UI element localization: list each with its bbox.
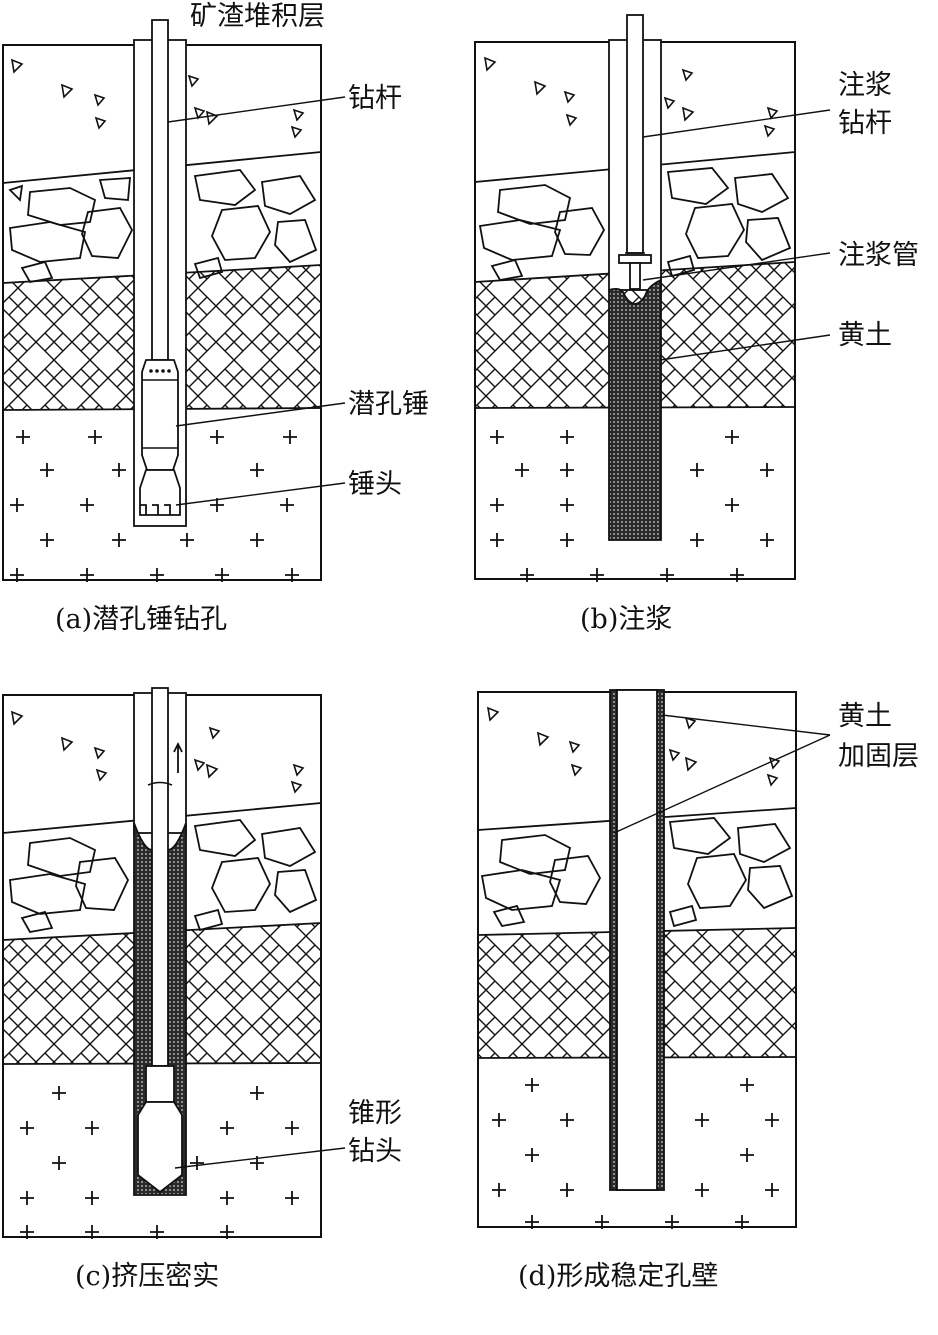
drill-rod-a <box>151 19 169 361</box>
drill-rod-c <box>151 687 169 1067</box>
panel-b: 注浆 钻杆 注浆管 黄土 (b)注浆 <box>474 14 919 635</box>
stable-hole-d <box>616 689 658 1191</box>
label-dth-hammer: 潜孔锤 <box>348 389 429 420</box>
label-grout-rod-2: 钻杆 <box>838 108 892 139</box>
label-loess: 黄土 <box>838 320 892 351</box>
cone-bit-c <box>137 1101 183 1194</box>
borehole-a <box>133 19 187 527</box>
panel-c: 锥形 钻头 (c)挤压密实 <box>2 687 402 1292</box>
caption-c: (c)挤压密实 <box>75 1261 219 1292</box>
grout-pipe-b <box>629 262 641 290</box>
label-slag-layer: 矿渣堆积层 <box>190 1 325 32</box>
label-grout-rod-1: 注浆 <box>838 70 892 101</box>
label-cone-bit-1: 锥形 <box>348 1098 402 1129</box>
caption-d: (d)形成稳定孔壁 <box>518 1261 718 1292</box>
label-drill-rod: 钻杆 <box>348 83 402 114</box>
up-arrow-icon <box>173 741 183 773</box>
label-hammer-head: 锤头 <box>348 469 402 500</box>
borehole-d <box>609 689 665 1191</box>
borehole-b <box>608 14 662 541</box>
grout-rod-b <box>626 14 644 254</box>
panel-a: 矿渣堆积层 钻杆 潜孔锤 锤头 (a)潜孔锤钻孔 <box>2 1 429 635</box>
label-loess-layer-2: 加固层 <box>838 741 919 772</box>
panel-d: 黄土 加固层 (d)形成稳定孔壁 <box>477 689 919 1292</box>
caption-a: (a)潜孔锤钻孔 <box>55 604 227 635</box>
caption-b: (b)注浆 <box>580 604 672 635</box>
hammer-head-a <box>139 469 181 516</box>
grout-fill-b <box>608 278 662 541</box>
label-loess-layer-1: 黄土 <box>838 701 892 732</box>
dth-hammer-a <box>141 359 179 471</box>
label-cone-bit-2: 钻头 <box>348 1136 402 1167</box>
borehole-c <box>133 687 187 1196</box>
label-grout-pipe: 注浆管 <box>838 240 919 271</box>
